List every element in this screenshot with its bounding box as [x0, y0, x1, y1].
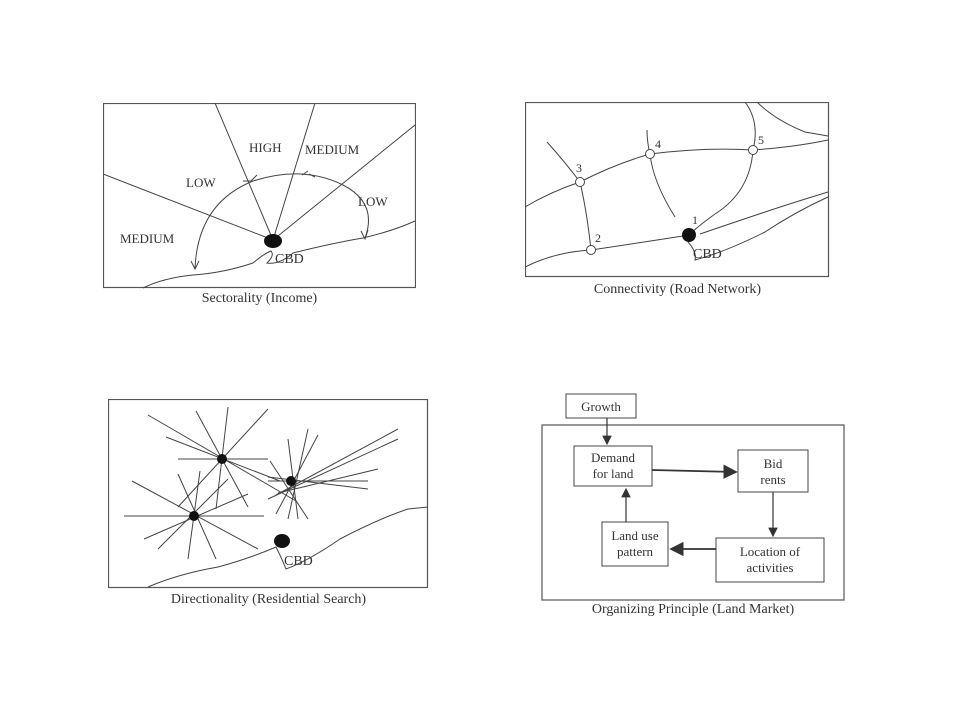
coastline-outer: [687, 196, 829, 261]
node-5-label: 5: [758, 133, 764, 147]
node-2: [586, 245, 596, 255]
sectorality-caption: Sectorality (Income): [201, 291, 318, 306]
label-cbd: CBD: [275, 252, 304, 267]
sector-line-west: [103, 173, 274, 241]
directionality-coastline: [147, 506, 429, 588]
coastline-inner: [699, 191, 829, 235]
location-box: [715, 537, 825, 583]
bid-label-2: rents: [760, 472, 785, 487]
demand-label-1: Demand: [591, 450, 636, 465]
directionality-caption: Directionality (Residential Search): [170, 592, 367, 607]
directionality-diagram: CBD: [108, 399, 429, 589]
growth-box: [565, 393, 637, 419]
landuse-label-1: Land use: [611, 528, 659, 543]
sectorality-diagram: HIGH MEDIUM LOW LOW MEDIUM CBD: [103, 103, 416, 289]
sector-arc: [194, 173, 369, 269]
search-origin-1: [217, 454, 227, 464]
connectivity-cbd-label: CBD: [693, 247, 722, 262]
search-origin-3: [189, 511, 199, 521]
road-3-2: [546, 141, 592, 251]
arc-arrow-right: [360, 229, 369, 241]
organizing-frame: [541, 424, 845, 601]
node-3-label: 3: [576, 161, 582, 175]
bid-label-1: Bid: [764, 456, 783, 471]
label-medium-left: MEDIUM: [120, 231, 175, 246]
node-2-label: 2: [595, 231, 601, 245]
node-3: [575, 177, 585, 187]
arrow-demand-bid: [651, 464, 738, 479]
landuse-label-2: pattern: [617, 544, 654, 559]
connectivity-caption: Connectivity (Road Network): [593, 282, 762, 297]
arc-tick-1: [243, 174, 258, 182]
connectivity-frame: [525, 102, 830, 278]
demand-label-2: for land: [593, 466, 634, 481]
connectivity-diagram: 1 2 3 4 5 CBD: [525, 102, 830, 278]
node-1-label: 1: [692, 213, 698, 227]
road-5-1: [688, 102, 756, 236]
organizing-caption: Organizing Principle (Land Market): [591, 602, 795, 617]
directionality-cbd-label: CBD: [284, 554, 313, 569]
node-5: [748, 145, 758, 155]
sector-line-northeast: [272, 124, 416, 241]
label-high: HIGH: [249, 140, 282, 155]
road-northeast: [756, 102, 829, 137]
location-label-1: Location of: [740, 544, 801, 559]
growth-label: Growth: [581, 399, 621, 414]
cbd-marker: [264, 234, 282, 248]
label-medium-top: MEDIUM: [305, 142, 360, 157]
search-origin-2: [286, 476, 296, 486]
coastline: [142, 220, 416, 289]
landuse-box: [601, 521, 669, 567]
organizing-diagram: Growth Demand for land Bid rents Locatio…: [541, 393, 845, 601]
road-main-upper: [525, 139, 829, 208]
road-4-south: [646, 129, 676, 218]
sectorality-panel: HIGH MEDIUM LOW LOW MEDIUM CBD: [103, 103, 416, 289]
road-2-1: [525, 234, 690, 268]
label-low-right: LOW: [358, 194, 388, 209]
arc-tick-2: [301, 170, 316, 178]
demand-box: [573, 445, 653, 487]
arc-arrow-left: [190, 260, 200, 271]
sectorality-frame: [103, 103, 416, 289]
node-1-cbd: [682, 228, 696, 242]
sector-line-north: [272, 103, 316, 241]
sector-line-northwest: [214, 103, 274, 241]
organizing-panel: Growth Demand for land Bid rents Locatio…: [540, 392, 846, 604]
directionality-cbd-marker: [274, 534, 290, 548]
search-star-2: [267, 428, 399, 520]
directionality-panel: CBD: [108, 399, 429, 589]
connectivity-panel: 1 2 3 4 5 CBD: [525, 102, 830, 278]
directionality-frame: [108, 399, 429, 589]
label-low-left: LOW: [186, 175, 216, 190]
node-4-label: 4: [655, 137, 661, 151]
node-4: [645, 149, 655, 159]
location-label-2: activities: [747, 560, 794, 575]
